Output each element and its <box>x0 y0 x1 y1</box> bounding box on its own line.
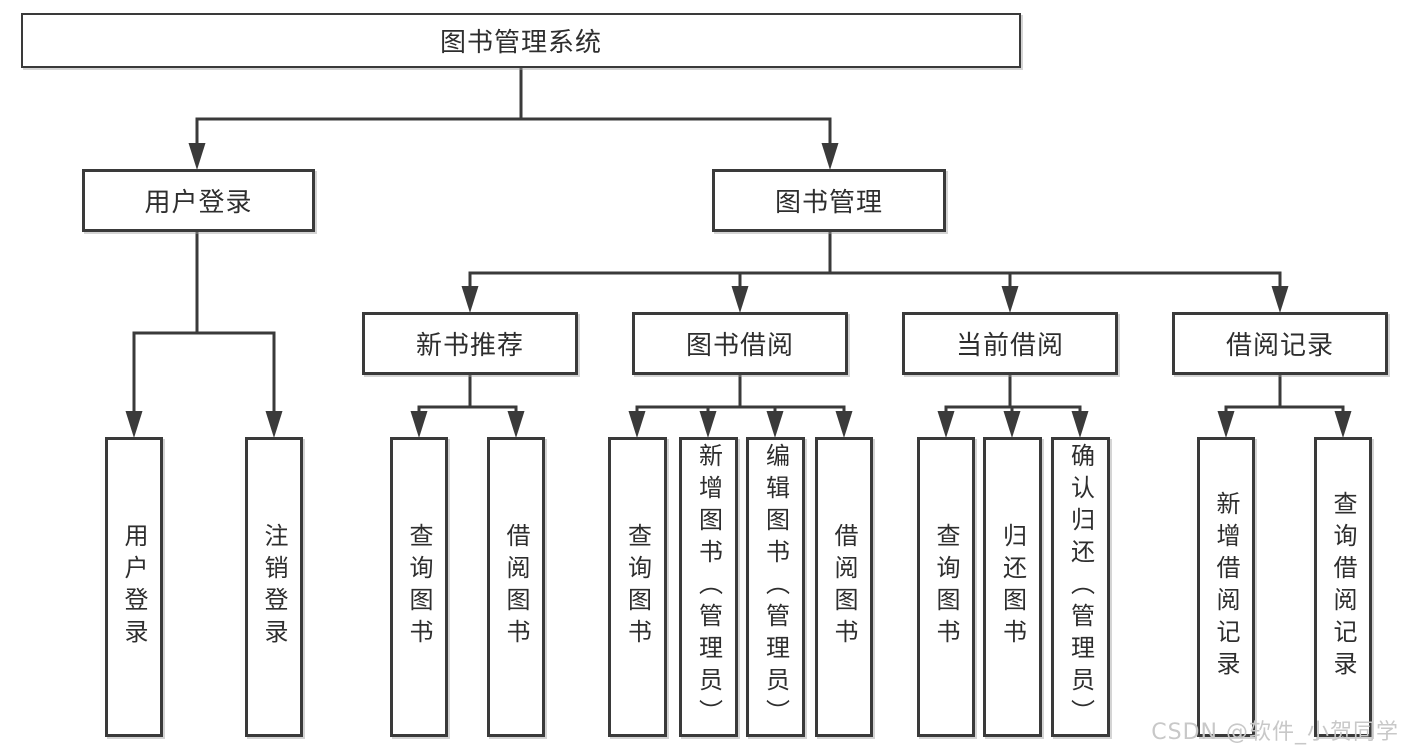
leaf-user-login-label: 用户登录 <box>120 523 148 651</box>
node-book-management-label: 图书管理 <box>774 188 883 218</box>
node-new-book-recommend-label: 新书推荐 <box>415 331 524 361</box>
leaf-edit-book-admin-label: 编辑图书（管理员） <box>761 443 790 731</box>
leaf-query-books-recommend: 查询图书 <box>390 437 448 737</box>
node-user-login: 用户登录 <box>82 169 315 232</box>
arrow-icon <box>835 411 853 438</box>
leaf-confirm-return-admin-label: 确认归还（管理员） <box>1066 443 1095 731</box>
leaf-query-books-borrow-label: 查询图书 <box>623 523 652 651</box>
leaf-logout: 注销登录 <box>245 437 303 737</box>
arrow-icon <box>1001 286 1019 313</box>
node-book-management: 图书管理 <box>712 169 946 232</box>
arrow-icon <box>461 286 479 313</box>
arrow-icon <box>1003 411 1021 438</box>
node-current-borrowing: 当前借阅 <box>902 312 1118 375</box>
node-book-borrowing-label: 图书借阅 <box>685 331 794 361</box>
arrow-icon <box>507 411 525 438</box>
node-book-borrowing: 图书借阅 <box>632 312 848 375</box>
leaf-borrow-books-label: 借阅图书 <box>830 523 858 651</box>
arrow-icon <box>265 411 283 438</box>
arrow-icon <box>125 411 143 438</box>
leaf-query-books-current: 查询图书 <box>917 437 975 737</box>
leaf-query-books-recommend-label: 查询图书 <box>405 523 433 651</box>
node-root-system-label: 图书管理系统 <box>439 28 602 58</box>
leaf-logout-label: 注销登录 <box>260 523 288 651</box>
arrow-icon <box>1334 411 1352 438</box>
leaf-add-book-admin-label: 新增图书（管理员） <box>694 443 723 731</box>
leaf-borrow-books-recommend: 借阅图书 <box>487 437 545 737</box>
arrow-icon <box>699 411 717 438</box>
leaf-edit-book-admin: 编辑图书（管理员） <box>746 437 805 737</box>
arrow-icon <box>1217 411 1235 438</box>
leaf-borrow-books: 借阅图书 <box>815 437 873 737</box>
arrow-icon <box>766 411 784 438</box>
arrow-icon <box>628 411 646 438</box>
leaf-add-borrow-record-label: 新增借阅记录 <box>1212 491 1240 683</box>
node-new-book-recommend: 新书推荐 <box>362 312 578 375</box>
node-user-login-label: 用户登录 <box>144 188 253 218</box>
arrow-icon <box>1071 411 1089 438</box>
leaf-user-login: 用户登录 <box>105 437 163 737</box>
arrowheads <box>125 143 1352 438</box>
leaf-return-books-label: 归还图书 <box>998 523 1027 651</box>
connector-edges <box>132 68 1345 412</box>
leaf-borrow-books-recommend-label: 借阅图书 <box>502 523 530 651</box>
arrow-icon <box>937 411 955 438</box>
node-borrow-records-label: 借阅记录 <box>1225 331 1334 361</box>
arrow-icon <box>410 411 428 438</box>
arrow-icon <box>821 143 839 170</box>
leaf-query-borrow-record-label: 查询借阅记录 <box>1329 491 1357 683</box>
node-current-borrowing-label: 当前借阅 <box>955 331 1064 361</box>
node-root-system: 图书管理系统 <box>21 13 1021 68</box>
leaf-add-borrow-record: 新增借阅记录 <box>1197 437 1255 737</box>
arrow-icon <box>1271 286 1289 313</box>
arrow-icon <box>731 286 749 313</box>
leaf-add-book-admin: 新增图书（管理员） <box>679 437 738 737</box>
csdn-watermark: CSDN @软件_小贺同学 <box>1151 720 1399 745</box>
leaf-query-borrow-record: 查询借阅记录 <box>1314 437 1372 737</box>
leaf-query-books-borrow: 查询图书 <box>608 437 667 737</box>
leaf-return-books: 归还图书 <box>983 437 1042 737</box>
leaf-confirm-return-admin: 确认归还（管理员） <box>1051 437 1110 737</box>
leaf-query-books-current-label: 查询图书 <box>932 523 960 651</box>
node-borrow-records: 借阅记录 <box>1172 312 1388 375</box>
arrow-icon <box>188 143 206 170</box>
